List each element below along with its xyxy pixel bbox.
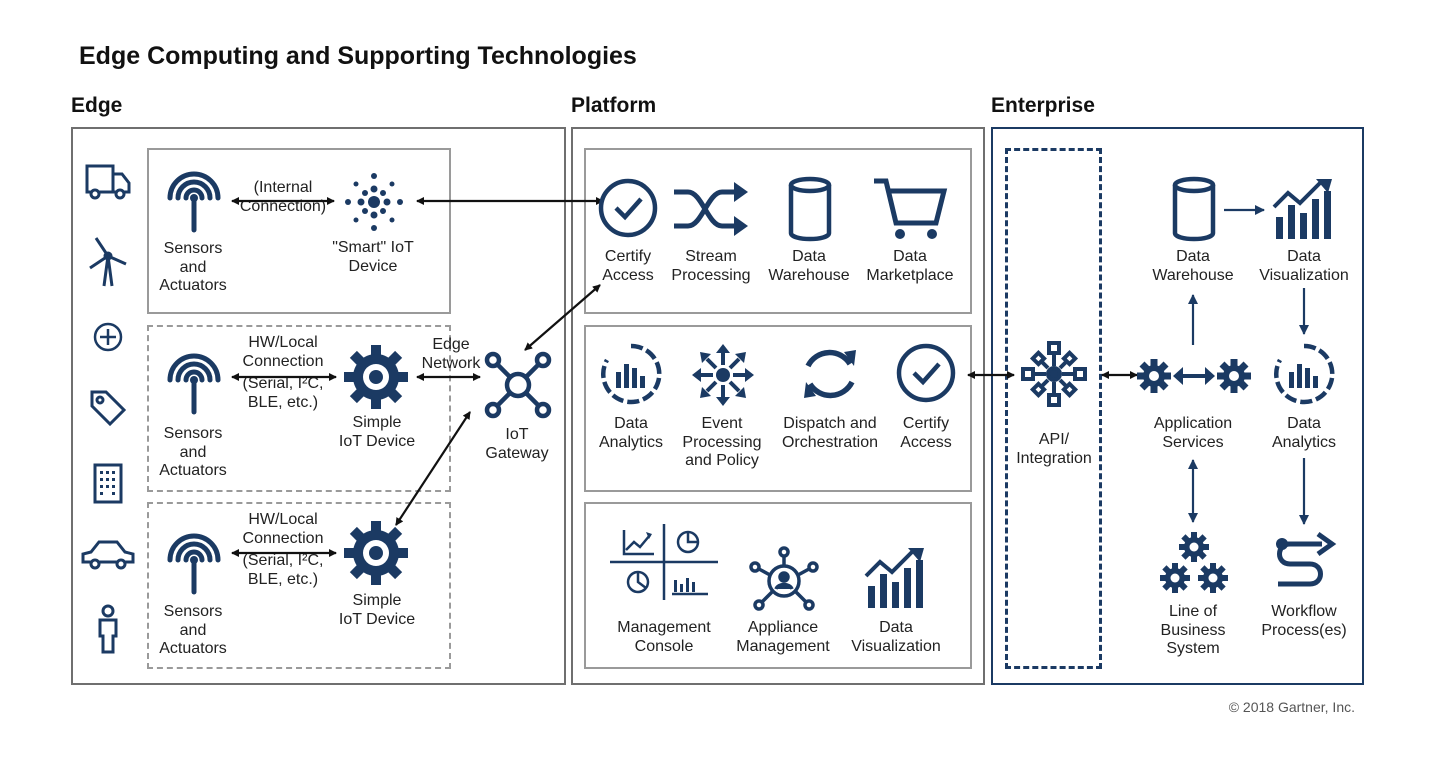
chart-icon (1272, 177, 1338, 248)
tag-icon (88, 388, 128, 433)
platform-box-2 (584, 325, 972, 492)
platform-box-3 (584, 502, 972, 669)
line-of-business-icon (1158, 530, 1230, 601)
platform-box-1 (584, 148, 972, 314)
gear-icon (343, 344, 409, 415)
truck-icon (85, 162, 131, 207)
copyright: © 2018 Gartner, Inc. (1228, 699, 1355, 715)
diagram-title: Edge Computing and Supporting Technologi… (79, 42, 637, 70)
sensor-icon (164, 168, 224, 237)
wind-turbine-icon (88, 236, 128, 293)
check-circle-icon (597, 177, 659, 244)
workflow-icon (1272, 531, 1337, 599)
sensor-icon (164, 350, 224, 419)
sensor-icon (164, 530, 224, 599)
api-integration-label: API/Integration (1016, 431, 1092, 467)
simple-device-box-1 (147, 325, 451, 492)
car-icon (80, 538, 136, 577)
user-network-icon (748, 546, 820, 616)
application-services-icon (1137, 356, 1251, 401)
section-header-edge: Edge (71, 94, 123, 117)
enterprise-panel (991, 127, 1364, 685)
medical-cross-icon (93, 322, 123, 357)
analytics-icon (599, 342, 663, 411)
api-integration-box (1005, 148, 1102, 669)
section-header-enterprise: Enterprise (991, 94, 1095, 117)
refresh-icon (798, 342, 862, 411)
section-header-platform: Platform (571, 94, 657, 117)
simple-device-box-2 (147, 502, 451, 669)
cart-icon (872, 177, 948, 246)
database-icon (1172, 176, 1216, 246)
api-integration-icon (1020, 340, 1088, 413)
gear-icon (343, 520, 409, 591)
person-icon (96, 604, 120, 659)
edge-panel (71, 127, 566, 685)
analytics-icon (1272, 342, 1336, 411)
platform-panel (571, 127, 985, 685)
database-icon (788, 176, 832, 246)
chart-icon (864, 546, 930, 617)
iot-gateway-icon (483, 351, 553, 423)
shuffle-icon (672, 180, 750, 243)
smart-iot-device-icon (340, 172, 408, 237)
dashboard-icon (608, 522, 720, 607)
building-icon (92, 462, 124, 509)
smart-device-box (147, 148, 451, 314)
check-circle-icon (895, 342, 957, 409)
event-arrows-icon (690, 342, 756, 413)
